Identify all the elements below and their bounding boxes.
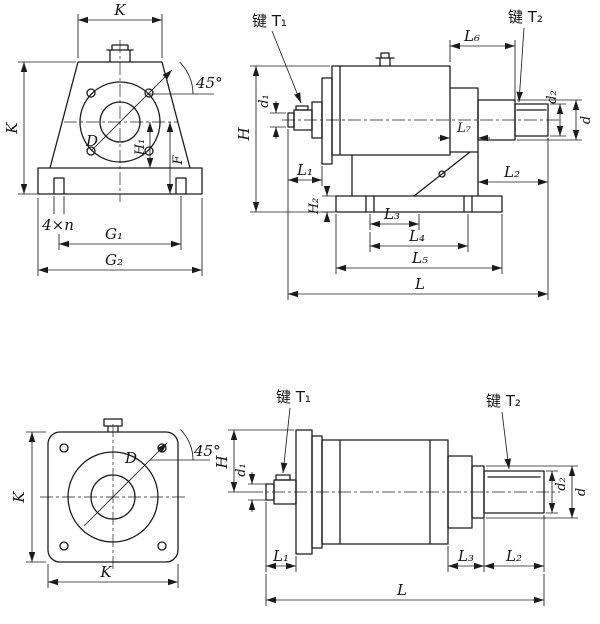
view-flange-front: 45° D K K (10, 418, 221, 588)
ext-lines-l5 (335, 214, 503, 274)
angle-label: 45° (195, 74, 223, 92)
dim-label-g1: G₁ (105, 225, 123, 243)
bolt-circle-diagonal (83, 442, 168, 527)
dim-label-l7: L₇ (456, 121, 472, 136)
oil-plug (106, 44, 134, 63)
bolt-hole (59, 541, 69, 551)
dim-label-l4: L₄ (408, 227, 425, 245)
output-shaft-end (514, 103, 549, 137)
dim-label-k-bottom: K (99, 563, 112, 581)
dim-label-d: d (579, 116, 594, 124)
dim-label-k-left: K (3, 122, 21, 135)
view-flange-side: 键 T₁ 键 T₂ d₁ H d₂ d L₁ L₃ L₂ L (213, 388, 589, 606)
pedestal-rib (413, 151, 471, 197)
input-key (275, 474, 291, 481)
ext-lines-l6 (449, 40, 516, 100)
key1-leader (280, 407, 291, 474)
dim-label-g2: G₂ (105, 251, 123, 269)
center-lines (64, 40, 178, 202)
dim-label-d: d (574, 488, 589, 496)
dim-label-h: H (235, 127, 253, 142)
key2-label: 键 T₂ (508, 8, 543, 26)
angle-arc (180, 429, 194, 461)
breather-plug (375, 52, 395, 67)
rib-hole (438, 170, 446, 178)
key2-label: 键 T₂ (486, 392, 521, 410)
bore-label: D (124, 449, 137, 467)
dim-label-d1: d₁ (234, 463, 249, 477)
dim-label-d2: d₂ (554, 477, 569, 491)
ext-lines-g2 (37, 198, 203, 276)
dim-label-d2: d₂ (545, 90, 560, 104)
ext-lines-h2 (322, 195, 336, 213)
dim-label-l: L (414, 275, 425, 293)
dim-label-h1: H₁ (133, 139, 148, 157)
key1-label: 键 T₁ (252, 12, 287, 30)
pedestal-walls (351, 151, 479, 197)
dim-label-h: H (213, 455, 231, 470)
angle-label: 45° (193, 442, 221, 460)
output-shaft (483, 470, 545, 514)
dim-label-h2: H₂ (307, 198, 322, 216)
bolt-circle-diagonal (91, 69, 173, 151)
dim-label-l: L (396, 581, 407, 599)
dim-label-l1: L₁ (272, 547, 289, 565)
bolt-hole (157, 541, 167, 551)
ext-lines-d (486, 465, 578, 519)
dim-label-f: F (171, 155, 186, 166)
mounting-base (335, 195, 503, 213)
oil-plug (103, 418, 123, 433)
dim-label-l1: L₁ (296, 161, 313, 179)
base-slots (365, 195, 473, 213)
input-key (295, 105, 309, 111)
foot-slots (53, 177, 187, 195)
bolt-hole (86, 88, 96, 98)
front-flange (321, 77, 333, 165)
ext-lines-k-left (18, 61, 76, 195)
dim-label-l3: L₃ (457, 547, 474, 565)
bolt-hole (86, 146, 96, 156)
ext-lines-d (517, 99, 582, 141)
gear-housing (331, 65, 451, 156)
key1-leader (271, 30, 302, 104)
housing-inner-lines (339, 439, 431, 545)
bore-label: D (85, 132, 98, 150)
bolt-hole (144, 88, 154, 98)
view-foot-front: 45° D K K H₁ F 4×n G₁ G₂ (3, 1, 223, 276)
dim-label-l3: L₃ (383, 205, 400, 223)
bolt-hole (59, 443, 69, 453)
dim-label-l6: L₆ (463, 27, 480, 45)
ext-lines-slot (53, 196, 65, 214)
key1-label: 键 T₁ (276, 388, 311, 406)
dim-label-l5: L₅ (411, 249, 428, 267)
dim-label-k-top: K (113, 1, 126, 19)
view-foot-side: 键 T₁ 键 T₂ L₆ d₁ H L₇ d₂ d L₁ L₂ H₂ (235, 8, 594, 300)
housing-outline (37, 61, 203, 195)
angle-arc (179, 61, 194, 95)
holes-label: 4×n (41, 216, 74, 234)
ext-lines-h (250, 65, 334, 213)
key2-leader (501, 411, 512, 470)
key2-leader (516, 27, 525, 103)
dim-label-d1: d₁ (257, 94, 272, 108)
dim-label-k-left: K (10, 491, 28, 504)
dim-label-l2: L₂ (503, 163, 520, 181)
dim-label-l2: L₂ (505, 547, 522, 565)
